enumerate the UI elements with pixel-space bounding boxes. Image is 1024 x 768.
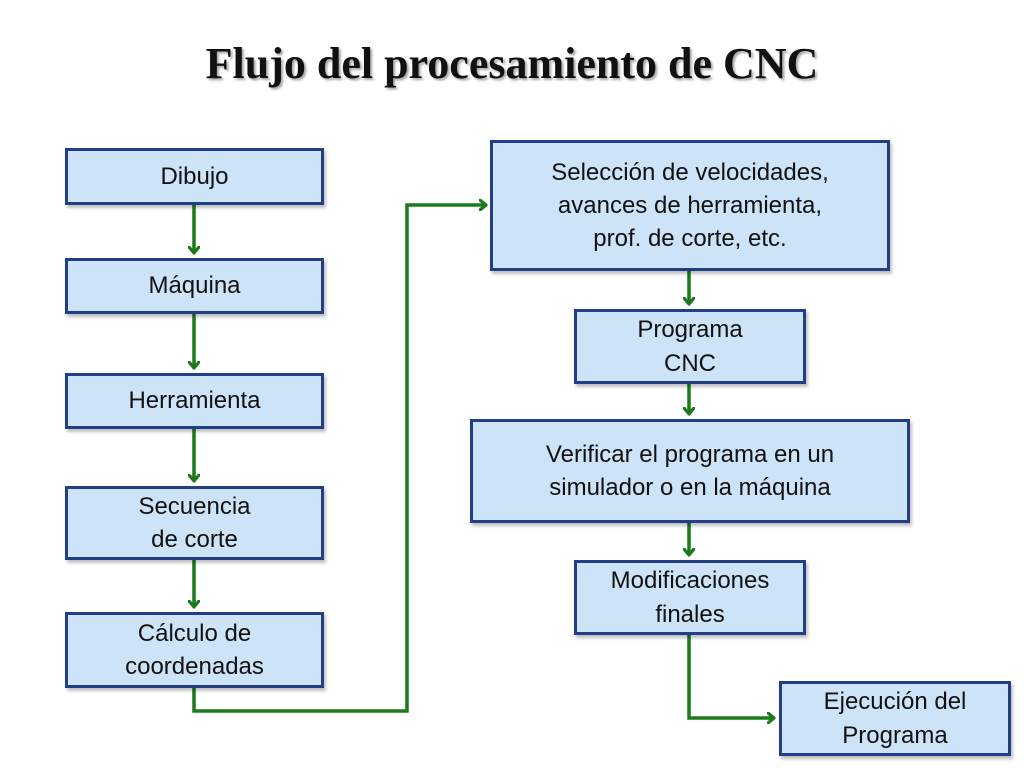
step-modificaciones-finales: Modificaciones finales xyxy=(574,560,806,635)
step-ejecucion-del-programa: Ejecución del Programa xyxy=(779,681,1011,756)
step-maquina: Máquina xyxy=(65,258,324,314)
step-secuencia-de-corte: Secuencia de corte xyxy=(65,486,324,560)
page-title: Flujo del procesamiento de CNC xyxy=(205,39,819,88)
step-verificar-programa: Verificar el programa en un simulador o … xyxy=(470,419,910,523)
step-programa-cnc: Programa CNC xyxy=(574,309,806,384)
step-seleccion-de-velocidades: Selección de velocidades, avances de her… xyxy=(490,140,890,271)
step-dibujo: Dibujo xyxy=(65,148,324,205)
step-herramienta: Herramienta xyxy=(65,373,324,429)
arrow-modificaciones-ejecucion xyxy=(687,635,774,718)
arrow-calculo-seleccion xyxy=(192,205,486,713)
step-calculo-de-coordenadas: Cálculo de coordenadas xyxy=(65,612,324,688)
